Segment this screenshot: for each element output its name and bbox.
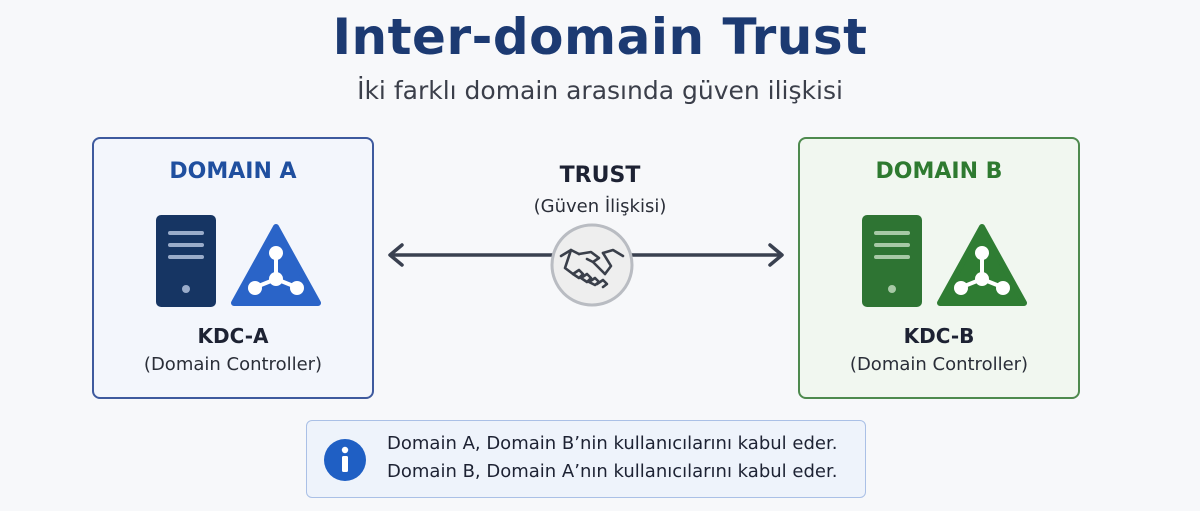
- domain-b-title: DOMAIN B: [875, 159, 1003, 184]
- domain-a-title: DOMAIN A: [169, 159, 297, 184]
- domain-b-box: DOMAIN B KDC-B (Domain Controller): [798, 137, 1080, 399]
- info-line: Domain B, Domain A’nın kullanıcılarını k…: [387, 461, 838, 482]
- handshake-icon: [550, 223, 634, 307]
- page-title: Inter-domain Trust: [332, 8, 868, 66]
- server-icon: [156, 215, 216, 307]
- network-triangle-icon: [937, 224, 1027, 306]
- kdc-b-name: KDC-B: [903, 324, 975, 348]
- server-icon: [862, 215, 922, 307]
- network-triangle-icon: [231, 224, 321, 306]
- info-box: Domain A, Domain B’nin kullanıcılarını k…: [306, 420, 866, 498]
- kdc-a-name: KDC-A: [197, 324, 269, 348]
- page-subtitle: İki farklı domain arasında güven ilişkis…: [357, 76, 843, 105]
- domain-a-box: DOMAIN A KDC-A (Domain Controller): [92, 137, 374, 399]
- info-line: Domain A, Domain B’nin kullanıcılarını k…: [387, 433, 838, 454]
- info-icon: [324, 439, 366, 481]
- kdc-b-role: (Domain Controller): [849, 354, 1029, 375]
- kdc-a-role: (Domain Controller): [143, 354, 323, 375]
- trust-sublabel: (Güven İlişkisi): [533, 196, 667, 217]
- trust-label: TRUST: [559, 163, 641, 188]
